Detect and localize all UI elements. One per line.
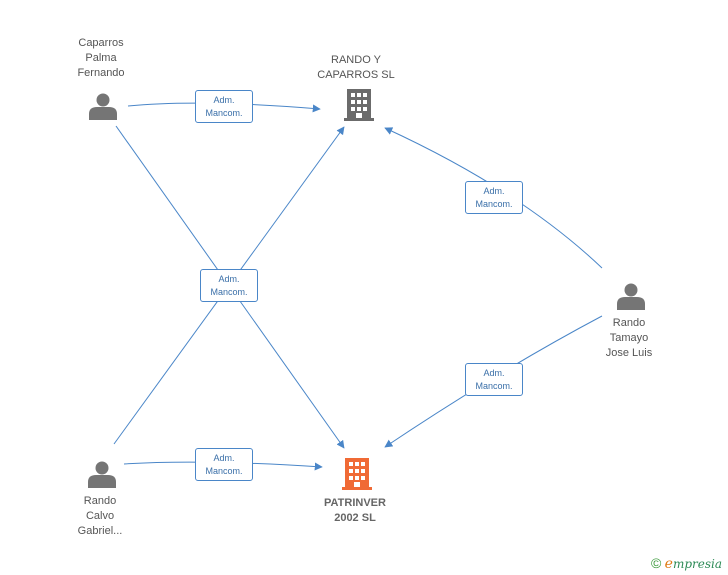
edge-label-role: Adm.: [483, 368, 505, 378]
building-icon-patrinver: [342, 458, 372, 490]
edge-label-rando-calvo-patrinver[interactable]: Adm. Mancom.: [195, 448, 253, 481]
person-label-line: Palma: [85, 52, 117, 64]
company-label-patrinver[interactable]: PATRINVER 2002 SL: [305, 496, 405, 526]
brand-initial: e: [664, 556, 673, 572]
edge-label-role: Adm.: [483, 186, 505, 196]
person-label-line: Tamayo: [609, 332, 649, 344]
person-icon-rando-tamayo: [617, 283, 645, 310]
edge-label-rando-tamayo-rando-caparros[interactable]: Adm. Mancom.: [465, 181, 523, 214]
edge-label-role: Mancom.: [475, 199, 513, 209]
edge-label-role: Mancom.: [210, 287, 248, 297]
edge-label-role: Adm.: [218, 274, 240, 284]
company-label-line: CAPARROS SL: [317, 69, 395, 81]
edge-label-rando-tamayo-patrinver[interactable]: Adm. Mancom.: [465, 363, 523, 396]
edge-label-caparros-rando-caparros[interactable]: Adm. Mancom.: [195, 90, 253, 123]
company-label-rando-caparros[interactable]: RANDO Y CAPARROS SL: [306, 53, 406, 83]
person-label-line: Rando: [83, 495, 117, 507]
company-label-line: PATRINVER: [324, 497, 386, 509]
brand-name: mpresia: [672, 557, 723, 571]
person-icon-caparros: [89, 93, 117, 120]
person-label-line: Rando: [612, 317, 646, 329]
person-label-rando-calvo[interactable]: Rando Calvo Gabriel...: [59, 494, 141, 539]
person-label-line: Calvo: [85, 510, 115, 522]
edge-label-role: Adm.: [213, 453, 235, 463]
company-label-line: RANDO Y: [331, 54, 381, 66]
person-icon-rando-calvo: [88, 461, 116, 488]
edge-label-role: Mancom.: [475, 381, 513, 391]
edges: [113, 102, 603, 471]
empresia-brand[interactable]: © empresia: [651, 555, 722, 572]
edge-label-role: Adm.: [213, 95, 235, 105]
edge-label-cross[interactable]: Adm. Mancom.: [200, 269, 258, 302]
person-label-rando-tamayo[interactable]: Rando Tamayo Jose Luis: [588, 316, 670, 361]
building-icon-rando-caparros: [344, 89, 374, 121]
copyright-symbol: ©: [651, 555, 662, 571]
person-label-line: Jose Luis: [605, 347, 653, 359]
person-label-caparros[interactable]: Caparros Palma Fernando: [60, 36, 142, 81]
person-label-line: Caparros: [78, 37, 124, 49]
company-label-line: 2002 SL: [334, 512, 376, 524]
edge-label-role: Mancom.: [205, 108, 243, 118]
edge-label-role: Mancom.: [205, 466, 243, 476]
person-label-line: Gabriel...: [77, 525, 123, 537]
person-label-line: Fernando: [77, 67, 125, 79]
